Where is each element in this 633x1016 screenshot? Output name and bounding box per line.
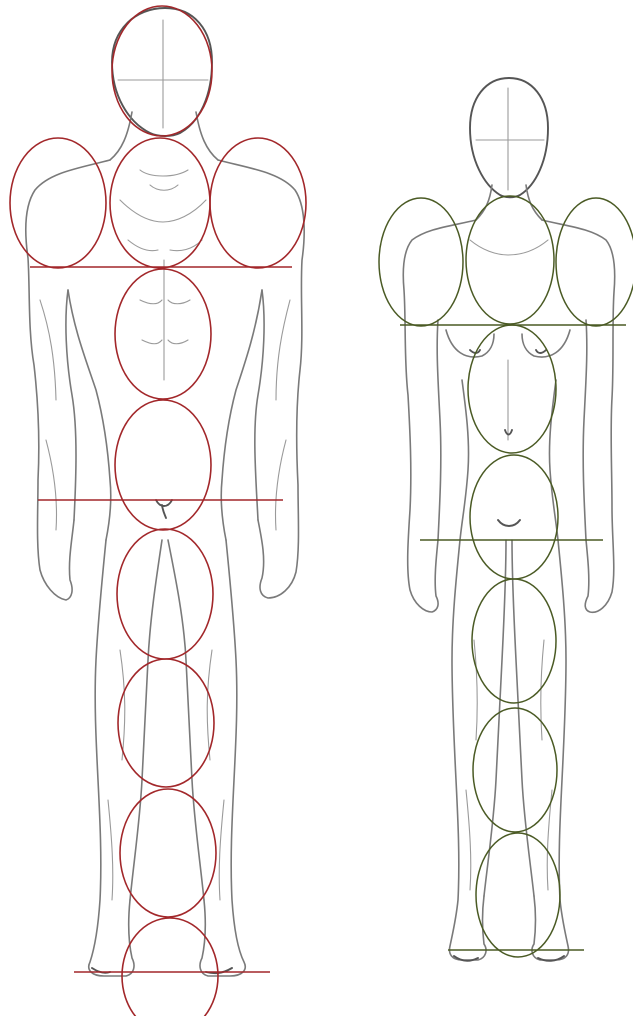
male-abdomen-ellipse <box>115 269 211 399</box>
female-pelvis-ellipse <box>470 455 558 579</box>
female-chest-ellipse <box>466 196 554 324</box>
female-figure-sketch <box>403 78 614 961</box>
male-chest-ellipse <box>110 138 210 268</box>
male-thigh-ellipse <box>117 529 213 659</box>
male-figure-sketch <box>26 8 304 976</box>
female-left-shoulder-ellipse <box>379 198 463 326</box>
female-knee-ellipse <box>473 708 557 832</box>
female-shin-ellipse <box>476 833 560 957</box>
male-head-ellipse <box>112 6 212 136</box>
male-right-shoulder-ellipse <box>210 138 306 268</box>
male-foot-ellipse <box>122 918 218 1016</box>
male-shin-ellipse <box>120 789 216 917</box>
female-right-shoulder-ellipse <box>556 198 633 326</box>
male-knee-ellipse <box>118 659 214 787</box>
male-proportion-guides <box>10 6 306 1016</box>
male-left-shoulder-ellipse <box>10 138 106 268</box>
female-waist-ellipse <box>468 325 556 453</box>
